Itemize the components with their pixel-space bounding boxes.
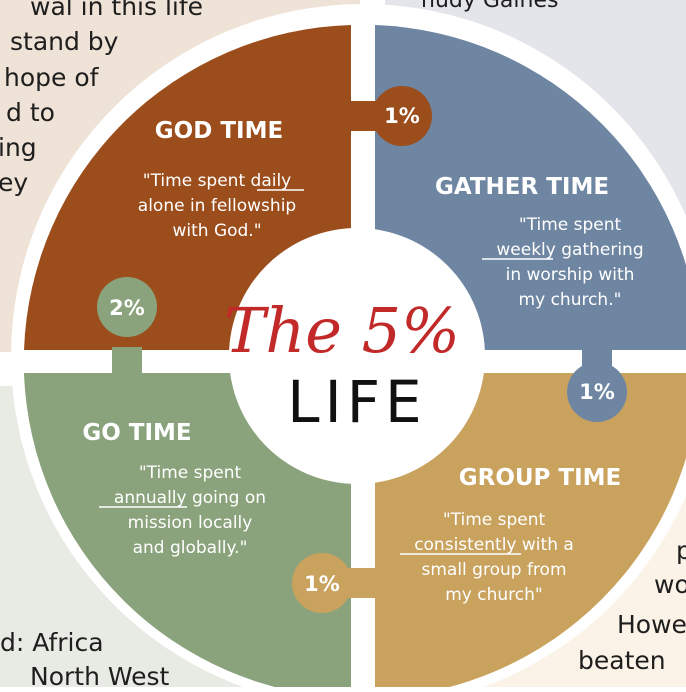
group-time-quote-line-3: small group from: [421, 560, 566, 580]
bg-text-top-left-1: wal in this life: [30, 0, 204, 21]
group-time-quote-line-2: consistently with a: [414, 535, 574, 555]
gather-time-quote-line-2: weekly gathering: [496, 240, 643, 260]
bg-text-top-right: hudy Gaines: [421, 0, 559, 13]
connector-left: [97, 277, 157, 337]
gather-time-quote-line-4: my church.": [519, 290, 622, 310]
group-time-quote-line-4: my church": [445, 585, 542, 605]
bg-text-bottom-left-1: d: Africa: [0, 628, 104, 657]
group-time-title: GROUP TIME: [459, 465, 622, 491]
go-time-quote-line-4: and globally.": [133, 538, 248, 558]
connector-left-label: 2%: [109, 296, 145, 320]
gather-time-quote-line-1: "Time spent: [519, 215, 622, 235]
center-script-title: The 5%: [224, 294, 460, 367]
bg-text-top-left-3: hope of: [4, 63, 99, 92]
gather-time-title: GATHER TIME: [435, 174, 609, 200]
quadrant-group: [375, 373, 686, 687]
connector-right: [567, 362, 627, 422]
bg-text-top-left-6: ey: [0, 168, 29, 197]
quadrant-go: [24, 373, 351, 687]
center-life-title: LIFE: [287, 368, 426, 436]
connector-bottom-label: 1%: [304, 572, 340, 596]
go-time-quote-line-1: "Time spent: [139, 463, 242, 483]
god-time-quote-line-1: "Time spent daily: [143, 171, 292, 191]
connector-top-label: 1%: [384, 104, 420, 128]
go-time-quote-line-2: annually going on: [114, 488, 266, 508]
bg-text-top-left-4: d to: [6, 98, 55, 127]
connector-right-label: 1%: [579, 380, 615, 404]
bg-text-bottom-right-1: p: [676, 536, 686, 565]
connector-top: [372, 86, 432, 146]
connector-bottom: [292, 553, 352, 613]
bg-text-top-left-5: ing: [0, 133, 37, 162]
connector-neck-bottom: [348, 568, 378, 598]
quadrant-gather: [375, 25, 686, 350]
god-time-quote-line-3: with God.": [172, 221, 261, 241]
group-time-quote-line-1: "Time spent: [443, 510, 546, 530]
gather-time-quote-line-3: in worship with: [506, 265, 635, 285]
bg-text-bottom-left-2: North West: [30, 662, 170, 691]
bg-text-bottom-right-3: Howe: [617, 610, 686, 639]
bg-text-top-left-2: stand by: [10, 27, 119, 56]
bg-text-bottom-right-4: beaten: [578, 646, 666, 675]
go-time-quote-line-3: mission locally: [128, 513, 253, 533]
god-time-title: GOD TIME: [155, 118, 283, 144]
god-time-quote-line-2: alone in fellowship: [138, 196, 296, 216]
bg-text-bottom-right-2: wo: [654, 570, 686, 599]
center-circle: [229, 228, 485, 484]
connector-neck-left: [112, 347, 142, 377]
go-time-title: GO TIME: [82, 420, 191, 446]
